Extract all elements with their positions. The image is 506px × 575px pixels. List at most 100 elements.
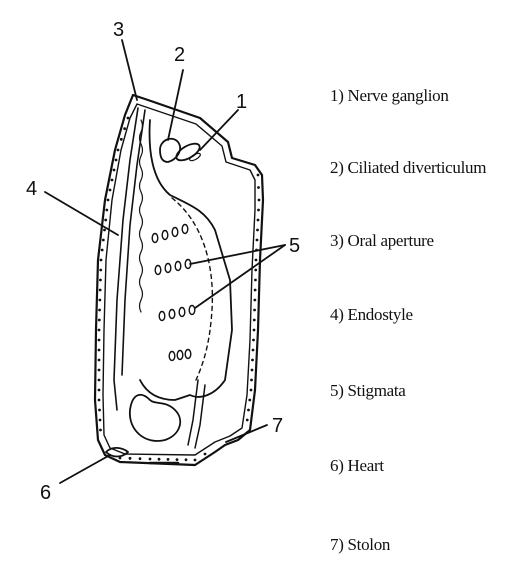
wall-cell (98, 339, 101, 342)
legend-oral-aperture: 3) Oral aperture (330, 231, 434, 251)
wall-cell (257, 186, 260, 189)
wall-cell (103, 229, 106, 232)
stigma (189, 306, 195, 315)
wall-cell (252, 339, 255, 342)
callout-1: 1 (236, 91, 247, 113)
wall-cell (251, 359, 254, 362)
wall-cell (258, 199, 261, 202)
wall-cell (257, 209, 260, 212)
wall-cell (99, 419, 102, 422)
wall-cell (194, 459, 197, 462)
leader-line-7 (226, 425, 267, 442)
wall-cell (98, 399, 101, 402)
callout-7: 7 (272, 415, 283, 437)
stigmata (152, 225, 195, 361)
wall-cell (248, 399, 251, 402)
wall-cell (113, 169, 116, 172)
wall-cell (98, 369, 101, 372)
stigma (185, 350, 191, 359)
wall-cell (253, 299, 256, 302)
legend-endostyle: 4) Endostyle (330, 305, 413, 325)
legend-ciliated-diverticulum: 2) Ciliated diverticulum (330, 158, 486, 178)
wall-cell (127, 117, 130, 120)
wall-cell (250, 389, 253, 392)
wall-cell (129, 457, 132, 460)
wall-cell (256, 239, 259, 242)
wall-cell (120, 138, 123, 141)
callout-6: 6 (40, 482, 51, 504)
wall-cell (253, 309, 256, 312)
wall-cell (102, 239, 105, 242)
wall-cell (98, 379, 101, 382)
wall-cell (98, 359, 101, 362)
wall-cell (98, 329, 101, 332)
wall-cell (98, 299, 101, 302)
callout-3: 3 (113, 19, 124, 41)
wall-cell (257, 174, 260, 177)
leader-line-2 (168, 70, 183, 140)
wall-cell (115, 159, 118, 162)
wall-cell (98, 389, 101, 392)
wall-cell (254, 269, 257, 272)
legend-stolon: 7) Stolon (330, 535, 390, 555)
callout-2: 2 (174, 44, 185, 66)
leader-line-6 (60, 455, 110, 483)
wall-cell (99, 279, 102, 282)
wall-cell (99, 289, 102, 292)
legend-heart: 6) Heart (330, 456, 384, 476)
stigma (152, 234, 158, 243)
wall-cell (158, 458, 161, 461)
wall-cell (247, 409, 250, 412)
wall-cell (256, 229, 259, 232)
wall-cell (104, 219, 107, 222)
wall-cell (254, 289, 257, 292)
stigma (169, 352, 175, 361)
wall-cell (98, 309, 101, 312)
wall-cell (246, 419, 249, 422)
wall-cell (99, 269, 102, 272)
wall-cell (99, 429, 102, 432)
wall-cell (105, 209, 108, 212)
wall-cell (100, 259, 103, 262)
leader-line-3 (122, 40, 137, 100)
wall-cell (139, 457, 142, 460)
stigma (177, 351, 183, 360)
wall-cell (149, 458, 152, 461)
wall-cell (98, 349, 101, 352)
wall-cell (98, 319, 101, 322)
stigma (179, 308, 185, 317)
stigma (172, 228, 178, 237)
leader-line-4 (45, 192, 118, 235)
gut-loop (130, 395, 180, 441)
wall-cell (253, 329, 256, 332)
stigma (165, 264, 171, 273)
stigma (162, 231, 168, 240)
wall-cell (123, 127, 126, 130)
stigma (169, 310, 175, 319)
callout-5: 5 (289, 235, 300, 257)
wall-cell (250, 379, 253, 382)
wall-cell (252, 349, 255, 352)
stomach-line (188, 380, 205, 448)
wall-cell (251, 369, 254, 372)
anatomy-diagram: 1 2 3 4 5 6 7 (0, 0, 330, 575)
legend-stigmata: 5) Stigmata (330, 381, 406, 401)
wall-cell (204, 453, 207, 456)
wall-cell (98, 409, 101, 412)
nerve-ganglion (174, 140, 203, 163)
wall-cell (119, 457, 122, 460)
body-wall-cells (98, 117, 261, 462)
wall-cell (111, 179, 114, 182)
wall-cell (107, 199, 110, 202)
stigma (175, 262, 181, 271)
stigma (159, 312, 165, 321)
wall-cell (109, 189, 112, 192)
stigma (155, 266, 161, 275)
callout-4: 4 (26, 178, 37, 200)
wall-cell (185, 458, 188, 461)
wall-cell (253, 319, 256, 322)
wall-cell (167, 458, 170, 461)
wall-cell (255, 259, 258, 262)
wall-cell (257, 219, 260, 222)
